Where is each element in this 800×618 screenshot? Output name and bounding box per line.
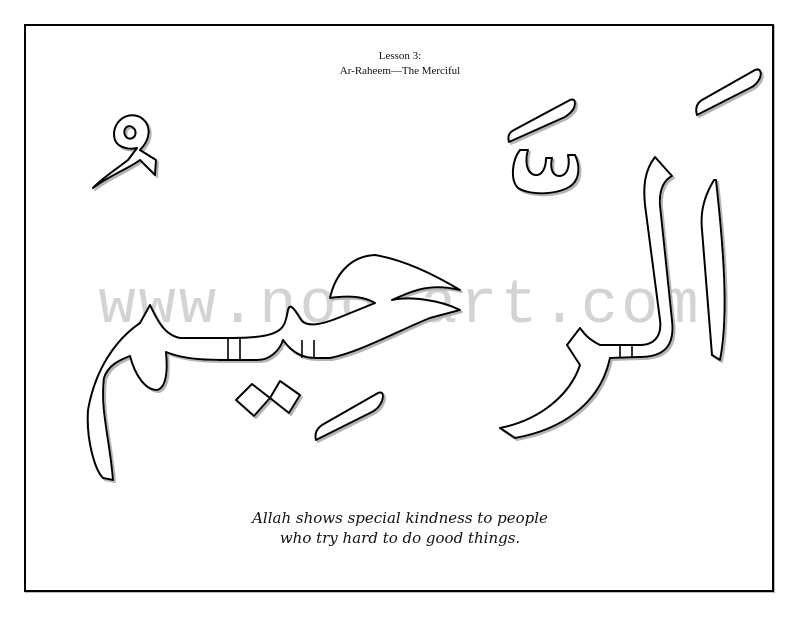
alif-letter [700, 179, 726, 361]
lesson-number: Lesson 3: [378, 50, 422, 62]
kasra-diacritic [314, 391, 384, 441]
page-border-frame [24, 24, 774, 592]
lam-ra-letter [499, 156, 674, 439]
caption-line-1: Allah shows special kindness to people [252, 509, 548, 527]
fatha-diacritic-right [695, 68, 762, 116]
damma-diacritic [92, 114, 157, 189]
shadda-diacritic [512, 149, 580, 195]
lesson-title: Ar-Raheem—The Merciful [339, 65, 461, 77]
caption-line-2: who try hard to do good things. [279, 529, 521, 547]
ha-ya-meem-letters [86, 254, 461, 481]
ya-dot-left [235, 383, 271, 417]
ya-dot-right [269, 380, 301, 414]
fatha-diacritic-center [507, 98, 576, 143]
